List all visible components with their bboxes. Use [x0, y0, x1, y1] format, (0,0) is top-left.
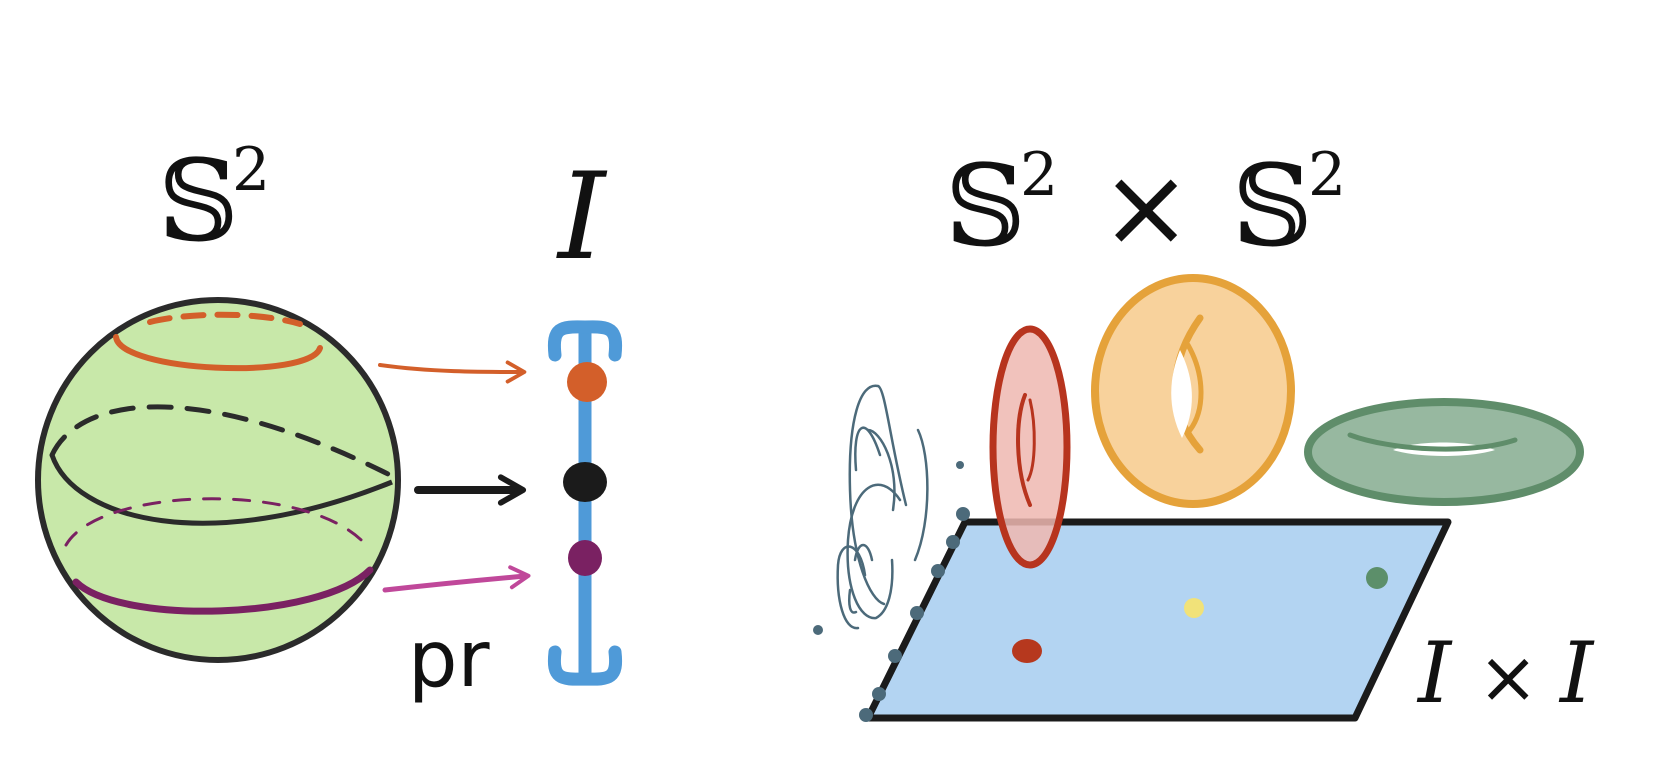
green-torus — [1304, 398, 1584, 506]
square-point-red — [1012, 639, 1042, 663]
orange-torus-body — [1091, 274, 1295, 508]
product-title-right: 𝕊 — [1232, 142, 1313, 272]
square-label-right: I — [1558, 624, 1595, 722]
projection-label: pr — [408, 615, 491, 705]
interval-point-top — [567, 362, 607, 402]
product-title-times: × — [1100, 143, 1192, 271]
sphere-body — [35, 297, 401, 663]
sphere-title-base: 𝕊 — [158, 137, 239, 267]
product-title: 𝕊 2 × 𝕊 2 — [945, 140, 1346, 272]
sphere-title-exponent: 2 — [232, 135, 270, 205]
red-torus-body — [989, 325, 1071, 569]
sphere — [35, 297, 401, 663]
sphere-top-circle-back — [147, 311, 303, 327]
sphere-bottom-circle-front — [72, 566, 374, 615]
pinched-fibers — [836, 384, 929, 630]
projection-arrow-top — [378, 360, 527, 384]
orange-torus-hole-right — [1185, 342, 1204, 433]
sphere-top-circle-front — [113, 334, 323, 372]
interval — [547, 320, 623, 686]
orange-torus-hole — [1171, 350, 1192, 438]
green-torus-hole-edge — [1347, 432, 1518, 452]
sphere-title: 𝕊 2 — [158, 135, 270, 267]
interval-bottom-cap — [547, 645, 623, 686]
square-point-green — [1366, 567, 1388, 589]
red-torus-hole-edge — [1026, 398, 1036, 482]
interval-point-bottom — [568, 540, 602, 576]
red-torus — [989, 325, 1071, 569]
square-label-left: I — [1416, 624, 1453, 722]
product-title-left-exponent: 2 — [1020, 140, 1058, 210]
interval-top-cap — [547, 320, 623, 362]
product-title-left: 𝕊 — [945, 142, 1026, 272]
square-point-yellow — [1184, 598, 1204, 618]
red-torus-hole — [1016, 393, 1032, 507]
square-label: I × I — [1416, 624, 1595, 722]
sphere-equator-front — [49, 454, 393, 526]
edge-points — [813, 461, 970, 722]
interval-title: I — [556, 148, 608, 287]
sphere-equator-back — [49, 404, 393, 478]
sphere-bottom-circle-back — [64, 497, 372, 552]
orange-torus — [1091, 274, 1295, 508]
product-title-right-exponent: 2 — [1308, 140, 1346, 210]
interval-point-middle — [563, 462, 607, 502]
square-label-times: × — [1478, 635, 1538, 719]
square-i-times-i — [864, 518, 1452, 722]
projection-arrow-bottom — [382, 565, 531, 593]
